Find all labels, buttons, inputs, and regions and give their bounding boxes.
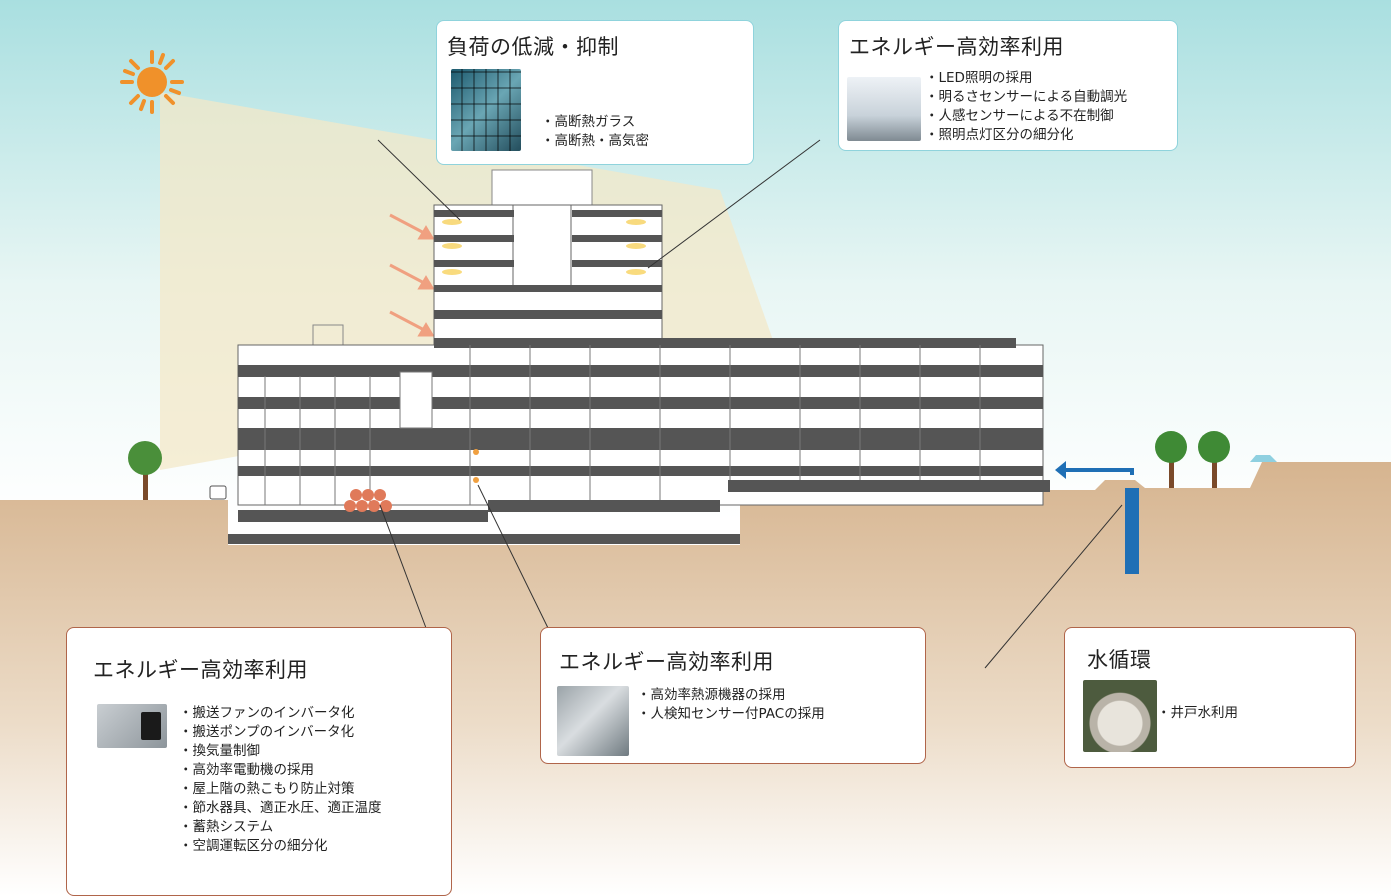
callout-title: エネルギー高効率利用 — [559, 650, 774, 674]
heat-source-equipment-photo — [557, 686, 629, 756]
building — [228, 169, 1050, 544]
callout-items: 高効率熱源機器の採用 人検知センサー付PACの採用 — [637, 686, 825, 724]
list-item: 換気量制御 — [179, 742, 382, 761]
list-item: 高断熱・高気密 — [541, 132, 650, 151]
list-item: 高効率熱源機器の採用 — [637, 686, 825, 705]
office-lighting-photo — [847, 77, 921, 141]
water-cycle-callout: 水循環 井戸水利用 — [1064, 627, 1356, 768]
list-item: 高断熱ガラス — [541, 113, 649, 132]
list-item: 空調運転区分の細分化 — [179, 837, 382, 856]
list-item: 照明点灯区分の細分化 — [925, 126, 1127, 145]
well-photo — [1083, 680, 1157, 752]
heat-source-callout: エネルギー高効率利用 高効率熱源機器の採用 人検知センサー付PACの採用 — [540, 627, 926, 764]
list-item: 節水器具、適正水圧、適正温度 — [179, 799, 382, 818]
callout-items: 井戸水利用 — [1157, 704, 1239, 723]
tree-icon — [1155, 431, 1230, 488]
list-item: 蓄熱システム — [179, 818, 382, 837]
leader-lines — [377, 139, 1123, 669]
list-item: 人感センサーによる不在制御 — [925, 107, 1127, 126]
tree-icon — [128, 441, 162, 500]
water-arrow-icon — [1062, 468, 1134, 475]
heat-arrow-icon — [389, 213, 435, 337]
water-arrow-icon — [1055, 461, 1066, 479]
callout-title: 負荷の低減・抑制 — [447, 35, 619, 59]
sun-icon — [120, 50, 184, 114]
hvac-efficiency-callout: エネルギー高効率利用 搬送ファンのインバータ化 搬送ポンプのインバータ化 換気量… — [66, 627, 452, 896]
car-icon — [1250, 455, 1277, 462]
list-item: 人検知センサー付PACの採用 — [637, 705, 825, 724]
list-item: 井戸水利用 — [1157, 704, 1239, 723]
list-item: 屋上階の熱こもり防止対策 — [179, 780, 382, 799]
list-item: 搬送ポンプのインバータ化 — [179, 723, 382, 742]
glass-facade-photo — [451, 69, 521, 151]
list-item: LED照明の採用 — [925, 69, 1127, 88]
callout-items: LED照明の採用 明るさセンサーによる自動調光 人感センサーによる不在制御 照明… — [925, 69, 1128, 145]
well — [1125, 488, 1139, 574]
callout-title: 水循環 — [1087, 648, 1152, 672]
load-reduction-callout: 負荷の低減・抑制 高断熱ガラス 高断熱・高気密 — [436, 20, 754, 165]
list-item: 明るさセンサーによる自動調光 — [925, 88, 1128, 107]
callout-title: エネルギー高効率利用 — [849, 35, 1064, 59]
list-item: 搬送ファンのインバータ化 — [179, 704, 382, 723]
lighting-callout: エネルギー高効率利用 LED照明の採用 明るさセンサーによる自動調光 人感センサ… — [838, 20, 1178, 151]
callout-items: 高断熱ガラス 高断熱・高気密 — [541, 113, 650, 151]
callout-items: 搬送ファンのインバータ化 搬送ポンプのインバータ化 換気量制御 高効率電動機の採… — [179, 704, 382, 856]
list-item: 高効率電動機の採用 — [179, 761, 382, 780]
callout-title: エネルギー高効率利用 — [93, 658, 308, 682]
pump-motor-photo — [97, 704, 167, 748]
car-icon — [209, 485, 227, 500]
